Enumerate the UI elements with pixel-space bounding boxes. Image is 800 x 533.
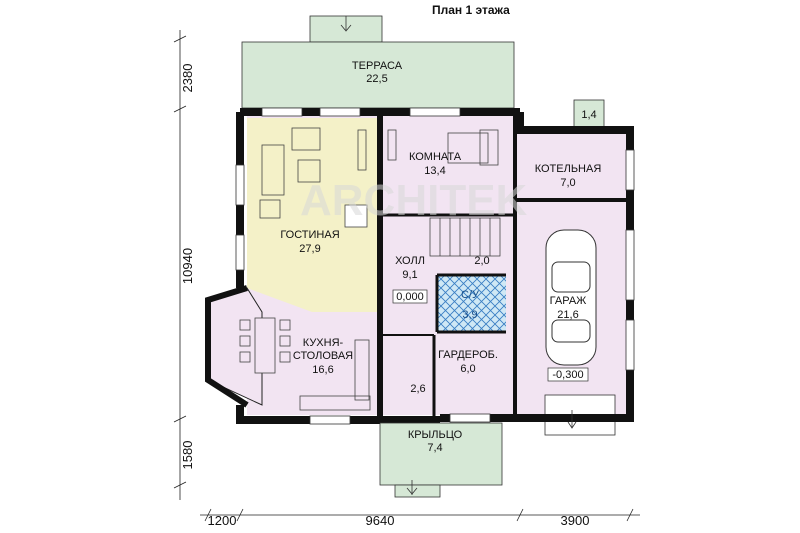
room-name: КОМНАТА [409, 151, 462, 163]
living-area: 27,9 [299, 243, 320, 255]
living-furniture [259, 127, 368, 228]
wardrobe-name: ГАРДЕРОБ. [438, 349, 498, 361]
dim-left-top: 2380 [180, 64, 195, 93]
hall-name: ХОЛЛ [395, 255, 425, 267]
bay-walls [205, 285, 249, 408]
interior-walls [377, 115, 630, 420]
car-icon [545, 229, 597, 366]
dim-left-middle: 10940 [180, 248, 195, 284]
terrace-name: ТЕРРАСА [352, 60, 403, 72]
dim-bottom-middle: 9640 [366, 513, 395, 528]
hall-level-box [392, 289, 428, 304]
room-area: 13,4 [424, 165, 445, 177]
garage-name: ГАРАЖ [550, 295, 587, 307]
bathroom-tiles [437, 276, 506, 331]
dim-left-bottom: 1580 [180, 441, 195, 470]
bathroom-area: 3,9 [462, 309, 477, 321]
left-dimension-line [173, 30, 187, 500]
terrace [241, 15, 515, 109]
hall-area: 9,1 [402, 269, 417, 281]
small-porch-area: 1,4 [581, 109, 596, 121]
windows [235, 107, 635, 425]
room-floor [384, 118, 508, 214]
porch-name: КРЫЛЬЦО [408, 429, 463, 441]
storage-area: 2,6 [410, 383, 425, 395]
garage-level: -0,300 [552, 369, 583, 381]
kitchen-name-1: КУХНЯ- [303, 337, 344, 349]
garage-area: 21,6 [557, 309, 578, 321]
boiler-area: 7,0 [560, 177, 575, 189]
porch-area: 7,4 [427, 442, 442, 454]
staircase [429, 217, 501, 257]
terrace-area: 22,5 [366, 73, 387, 85]
bathroom-name: С/У [461, 289, 480, 301]
bottom-dimension-line [200, 508, 640, 522]
hall-level: 0,000 [396, 291, 424, 303]
watermark: ARCHITEK [300, 176, 528, 225]
kitchen-counter [299, 339, 371, 411]
dim-bottom-right: 3900 [561, 513, 590, 528]
dim-bottom-left: 1200 [208, 513, 237, 528]
garage-level-box [547, 367, 589, 382]
boiler-name: КОТЕЛЬНАЯ [535, 163, 602, 175]
garage-arrow [567, 410, 577, 429]
dining-table [239, 317, 291, 374]
porch [379, 422, 503, 498]
kitchen-name-2: СТОЛОВАЯ [293, 350, 353, 362]
plan-title: План 1 этажа [432, 3, 510, 17]
small-porch [573, 99, 605, 131]
wardrobe-area: 6,0 [460, 363, 475, 375]
kitchen-area: 16,6 [312, 364, 333, 376]
room-furniture [387, 129, 499, 166]
living-name: ГОСТИНАЯ [280, 229, 339, 241]
stair-area: 2,0 [474, 255, 489, 267]
